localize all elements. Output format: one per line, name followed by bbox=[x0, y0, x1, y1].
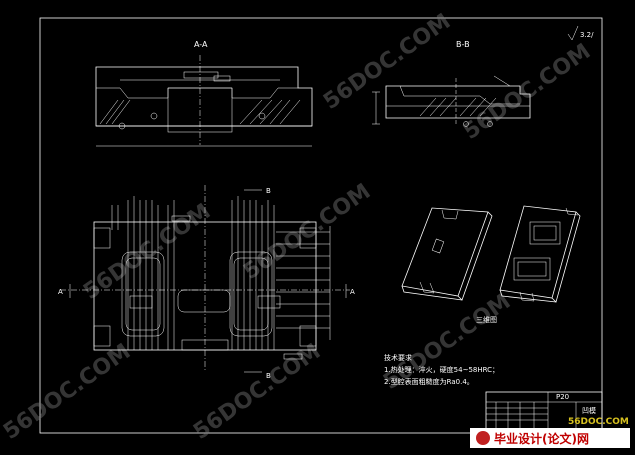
iso-view-right bbox=[499, 205, 581, 303]
notes-line-1: 1.热处理：淬火，硬度54~58HRC； bbox=[384, 366, 500, 374]
site-logo[interactable]: 毕业设计(论文)网 56DOC.COM bbox=[470, 417, 630, 448]
cut-marker-b-bottom: B bbox=[266, 372, 271, 380]
roughness-symbol: 3.2/ bbox=[567, 25, 594, 41]
section-bb-label: B-B bbox=[456, 40, 470, 49]
section-bb-view: B-B bbox=[372, 40, 531, 127]
notes-line-2: 2.型腔表面粗糙度为Ra0.4。 bbox=[384, 378, 474, 386]
cut-marker-a-right: A bbox=[350, 288, 355, 296]
seal-icon bbox=[476, 431, 490, 445]
section-aa-label: A-A bbox=[194, 40, 208, 49]
cut-marker-a-left: A bbox=[58, 288, 63, 296]
section-aa-view: A-A bbox=[95, 40, 313, 147]
notes-title: 技术要求 bbox=[384, 354, 412, 362]
drawing-border bbox=[39, 17, 603, 434]
logo-text: 毕业设计(论文)网 bbox=[494, 432, 589, 446]
svg-text:3.2/: 3.2/ bbox=[580, 31, 594, 39]
plan-view: B B A A bbox=[58, 185, 355, 380]
watermark-text: 56DOC.COM bbox=[189, 339, 325, 445]
logo-url: 56DOC.COM bbox=[568, 417, 629, 427]
title-block-scale: P20 bbox=[556, 393, 569, 401]
title-block-part-name: 凹模 bbox=[582, 406, 596, 415]
iso-view-left bbox=[401, 207, 493, 301]
technical-notes: 技术要求 1.热处理：淬火，硬度54~58HRC； 2.型腔表面粗糙度为Ra0.… bbox=[384, 352, 499, 388]
view-3d-caption: 三维图 bbox=[476, 315, 497, 324]
cut-marker-b-top: B bbox=[266, 187, 271, 195]
watermark-text: 56DOC.COM bbox=[459, 39, 595, 145]
watermark-text: 56DOC.COM bbox=[0, 339, 135, 445]
